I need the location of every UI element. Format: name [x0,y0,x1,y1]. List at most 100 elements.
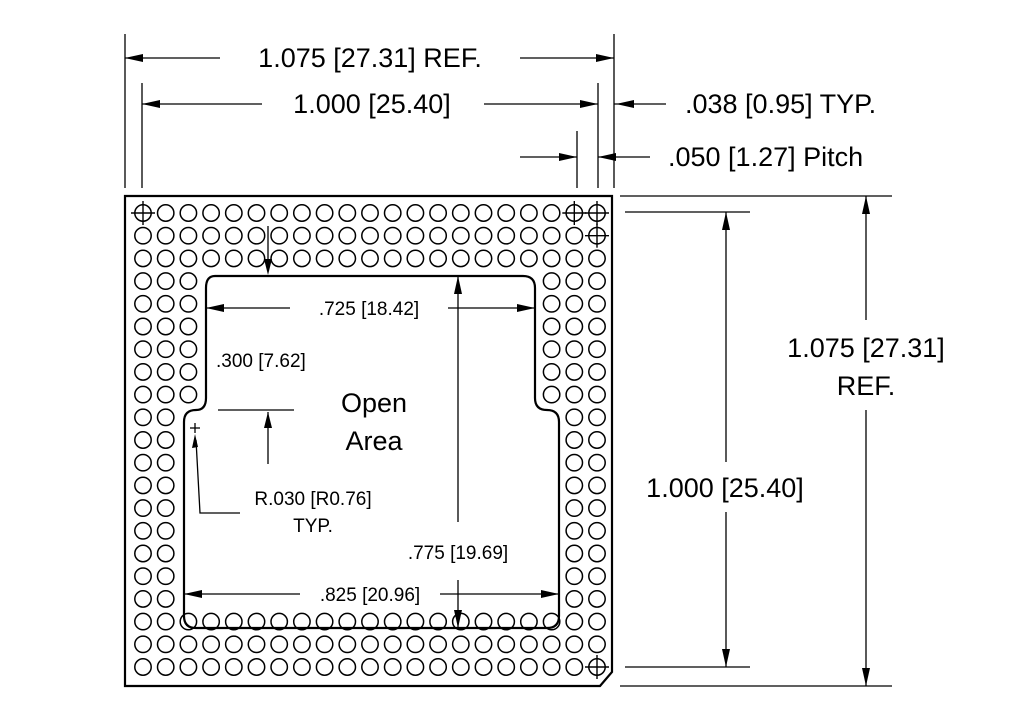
pin-hole [134,431,152,449]
pin-hole [270,658,289,676]
pin-hole [156,635,175,654]
pin-hole [134,249,152,268]
pin-hole [542,362,561,381]
pin-hole [338,226,357,245]
pin-hole [134,658,152,676]
pin-hole [179,658,198,676]
pin-hole [588,476,606,495]
pin-hole [474,635,493,654]
pin-hole [247,249,266,268]
pin-hole [202,612,221,631]
pin-hole [474,249,493,268]
pin-holes [134,204,606,676]
pin-hole [542,272,561,291]
pin-hole [383,635,402,654]
pin-hole [134,385,152,404]
pin-hole [588,340,606,359]
pin-hole [542,612,561,631]
pin-hole [565,272,584,291]
pin-hole [134,567,152,586]
pin-hole [224,249,243,268]
right-ref-dimension-suffix: REF. [837,371,896,401]
pin-hole [134,453,152,472]
pin-hole [134,294,152,313]
pin-hole [497,612,516,631]
pin-hole [247,226,266,245]
pin-hole [519,635,538,654]
arrowhead [598,153,616,161]
pin-hole [156,385,175,404]
pin-hole [542,226,561,245]
pin-hole [156,544,175,563]
pin-hole [519,204,538,222]
pin-hole [383,658,402,676]
pin-hole [588,249,606,268]
pin-hole [565,476,584,495]
pin-hole [202,635,221,654]
pin-hole [156,408,175,427]
pin-hole [565,226,584,245]
pin-hole [519,612,538,631]
pin-hole [497,226,516,245]
pin-hole [565,521,584,540]
pin-hole [565,340,584,359]
pin-hole [156,658,175,676]
pin-hole [134,635,152,654]
pin-hole [134,226,152,245]
pin-hole [406,635,425,654]
pin-hole [134,272,152,291]
pin-hole [361,635,379,654]
pin-hole [156,362,175,381]
pin-hole [179,272,198,291]
pin-hole [451,249,470,268]
pin-hole [270,204,289,222]
pin-hole [134,317,152,336]
pin-hole [361,612,379,631]
pin-hole [383,226,402,245]
arrowhead [541,590,559,598]
pin-hole [542,385,561,404]
pin-hole [156,612,175,631]
pin-hole [588,589,606,608]
pin-hole [451,635,470,654]
pin-hole [338,658,357,676]
pin-hole [429,612,448,631]
pin-hole [588,521,606,540]
pin-hole [224,204,243,222]
open-height: .775 [19.69] [408,543,508,564]
pin-hole [224,226,243,245]
pin-hole [134,362,152,381]
top-ref-dimension: 1.075 [27.31] REF. [258,43,482,73]
pin-hole [474,658,493,676]
pin-hole [588,612,606,631]
pin-hole [224,612,243,631]
pin-hole [134,521,152,540]
pin-hole [134,499,152,518]
pin-hole [361,249,379,268]
pin-hole [292,635,311,654]
pin-hole [315,635,334,654]
pin-hole [474,612,493,631]
pin-hole [134,612,152,631]
pitch-dimension: .050 [1.27] Pitch [668,142,863,172]
arrowhead [722,649,730,667]
pin-hole [565,567,584,586]
pin-hole [247,635,266,654]
pin-hole [202,226,221,245]
pin-hole [179,226,198,245]
pin-hole [519,658,538,676]
pin-hole [156,249,175,268]
pin-hole [588,294,606,313]
arrowhead [596,54,614,62]
pin-hole [383,612,402,631]
pin-hole [270,635,289,654]
pin-hole [224,658,243,676]
pin-hole [179,249,198,268]
pin-hole [292,226,311,245]
pin-hole [156,453,175,472]
pin-hole [451,226,470,245]
pin-hole [179,204,198,222]
arrowhead [580,100,598,108]
pin-hole [156,272,175,291]
